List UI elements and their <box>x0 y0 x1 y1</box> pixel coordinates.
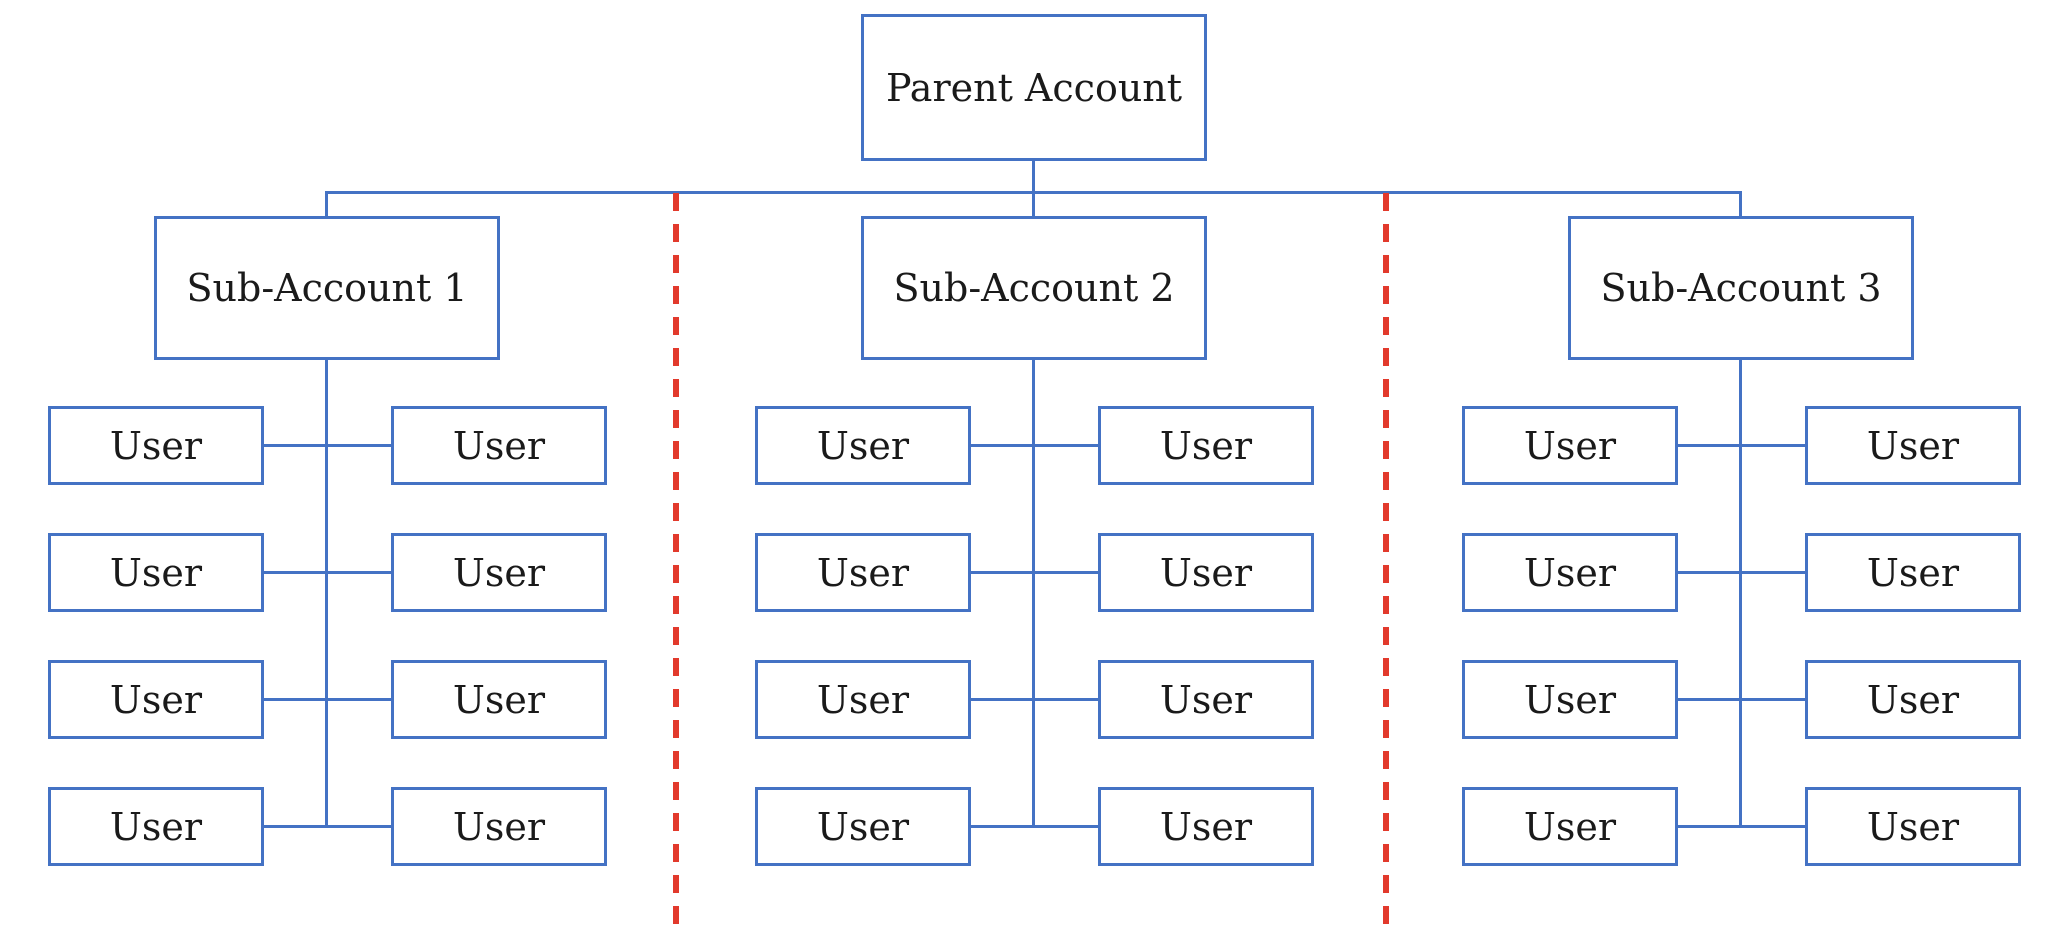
stub-connector <box>264 444 391 447</box>
user-node: User <box>1462 533 1678 612</box>
elbow-connector-1 <box>325 191 328 219</box>
stub-connector <box>264 571 391 574</box>
user-node: User <box>48 533 264 612</box>
user-node: User <box>1098 787 1314 866</box>
user-node: User <box>1462 787 1678 866</box>
user-node: User <box>755 787 971 866</box>
user-node: User <box>1462 660 1678 739</box>
user-node: User <box>48 787 264 866</box>
stub-connector <box>971 571 1098 574</box>
user-node: User <box>48 660 264 739</box>
user-node: User <box>755 660 971 739</box>
user-node: User <box>1805 406 2021 485</box>
stub-connector <box>971 825 1098 828</box>
parent-account-node: Parent Account <box>861 14 1207 161</box>
user-node: User <box>48 406 264 485</box>
user-node: User <box>391 660 607 739</box>
sub-account-node-2: Sub-Account 2 <box>861 216 1207 360</box>
user-node: User <box>1098 533 1314 612</box>
user-node: User <box>755 533 971 612</box>
user-node: User <box>755 406 971 485</box>
stub-connector <box>971 444 1098 447</box>
stub-connector <box>1678 571 1805 574</box>
group-trunk-connector <box>325 360 328 828</box>
stub-connector <box>1678 825 1805 828</box>
user-node: User <box>391 406 607 485</box>
user-node: User <box>391 533 607 612</box>
stub-connector <box>1678 444 1805 447</box>
sub-account-node-1: Sub-Account 1 <box>154 216 500 360</box>
stub-connector <box>971 698 1098 701</box>
divider-line-1 <box>673 193 679 936</box>
group-trunk-connector <box>1032 360 1035 828</box>
stub-connector <box>264 698 391 701</box>
elbow-connector-2 <box>1032 191 1035 219</box>
user-node: User <box>1462 406 1678 485</box>
user-node: User <box>1805 533 2021 612</box>
stub-connector <box>1678 698 1805 701</box>
user-node: User <box>1805 660 2021 739</box>
divider-line-2 <box>1383 193 1389 936</box>
sub-account-node-3: Sub-Account 3 <box>1568 216 1914 360</box>
user-node: User <box>1805 787 2021 866</box>
stub-connector <box>264 825 391 828</box>
group-trunk-connector <box>1739 360 1742 828</box>
user-node: User <box>1098 660 1314 739</box>
user-node: User <box>1098 406 1314 485</box>
user-node: User <box>391 787 607 866</box>
parent-trunk-connector <box>1032 158 1035 194</box>
elbow-connector-3 <box>1739 191 1742 219</box>
